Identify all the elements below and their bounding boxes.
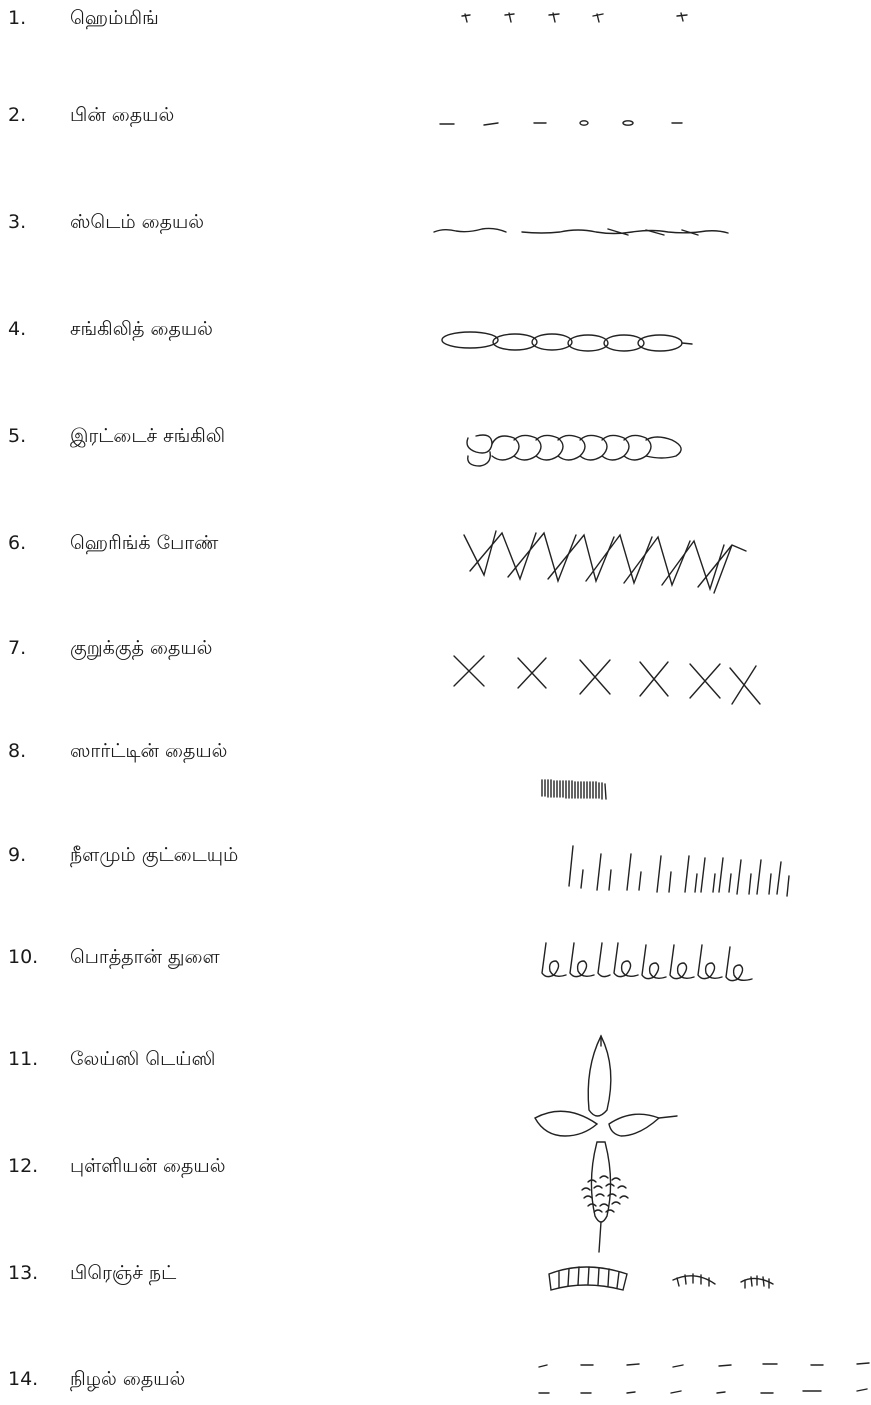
stitch-name: ஸார்ட்டின் தையல் xyxy=(70,736,227,766)
list-item: 12. புள்ளியன் தையல் xyxy=(0,1151,871,1181)
list-item: 11. லேய்ஸி டெய்ஸி xyxy=(0,1044,871,1074)
chain-stitch-illustration xyxy=(440,322,700,362)
item-number: 13. xyxy=(8,1258,38,1288)
stitch-name: ஸ்டெம் தையல் xyxy=(70,207,204,237)
stitch-name: சங்கிலித் தையல் xyxy=(70,314,213,344)
stitch-name: ஹெரிங்க் போண் xyxy=(70,528,218,558)
list-item: 2. பின் தையல் xyxy=(0,100,871,130)
herringbone-stitch-illustration xyxy=(462,525,752,595)
buttonhole-stitch-illustration xyxy=(540,935,780,985)
stitch-name: லேய்ஸி டெய்ஸி xyxy=(70,1044,215,1074)
item-number: 2. xyxy=(8,100,26,130)
list-item: 5. இரட்டைச் சங்கிலி xyxy=(0,421,871,451)
stitch-name: நிழல் தையல் xyxy=(70,1364,185,1394)
stitch-name: நீளமும் குட்டையும் xyxy=(70,840,238,870)
back-stitch-illustration xyxy=(438,112,688,132)
cross-stitch-illustration xyxy=(450,650,760,710)
item-number: 6. xyxy=(8,528,26,558)
stitch-name: புள்ளியன் தையல் xyxy=(70,1151,225,1181)
stitch-name: இரட்டைச் சங்கிலி xyxy=(70,421,225,451)
satin-stitch-illustration xyxy=(540,776,620,802)
item-number: 9. xyxy=(8,840,26,870)
stitch-name: ஹெம்மிங் xyxy=(70,3,159,33)
long-and-short-stitch-illustration xyxy=(565,840,800,900)
item-number: 3. xyxy=(8,207,26,237)
lazy-daisy-stitch-illustration xyxy=(525,1032,685,1252)
stitch-name: பின் தையல் xyxy=(70,100,174,130)
list-item: 8. ஸார்ட்டின் தையல் xyxy=(0,736,871,766)
list-item: 4. சங்கிலித் தையல் xyxy=(0,314,871,344)
shadow-stitch-illustration xyxy=(535,1355,871,1401)
item-number: 8. xyxy=(8,736,26,766)
stitch-name: பிரெஞ்ச் நட் xyxy=(70,1258,176,1288)
item-number: 14. xyxy=(8,1364,38,1394)
stem-stitch-illustration xyxy=(432,220,732,244)
item-number: 10. xyxy=(8,942,38,972)
hemming-stitch-illustration xyxy=(455,8,695,28)
item-number: 7. xyxy=(8,633,26,663)
stitch-name: பொத்தான் துளை xyxy=(70,942,220,972)
stitch-name: குறுக்குத் தையல் xyxy=(70,633,212,663)
item-number: 5. xyxy=(8,421,26,451)
french-knot-illustration xyxy=(545,1260,785,1300)
double-chain-stitch-illustration xyxy=(462,426,702,476)
list-item: 1. ஹெம்மிங் xyxy=(0,3,871,33)
bullion-stitch-illustration xyxy=(578,1172,634,1216)
item-number: 4. xyxy=(8,314,26,344)
item-number: 1. xyxy=(8,3,26,33)
item-number: 12. xyxy=(8,1151,38,1181)
item-number: 11. xyxy=(8,1044,38,1074)
